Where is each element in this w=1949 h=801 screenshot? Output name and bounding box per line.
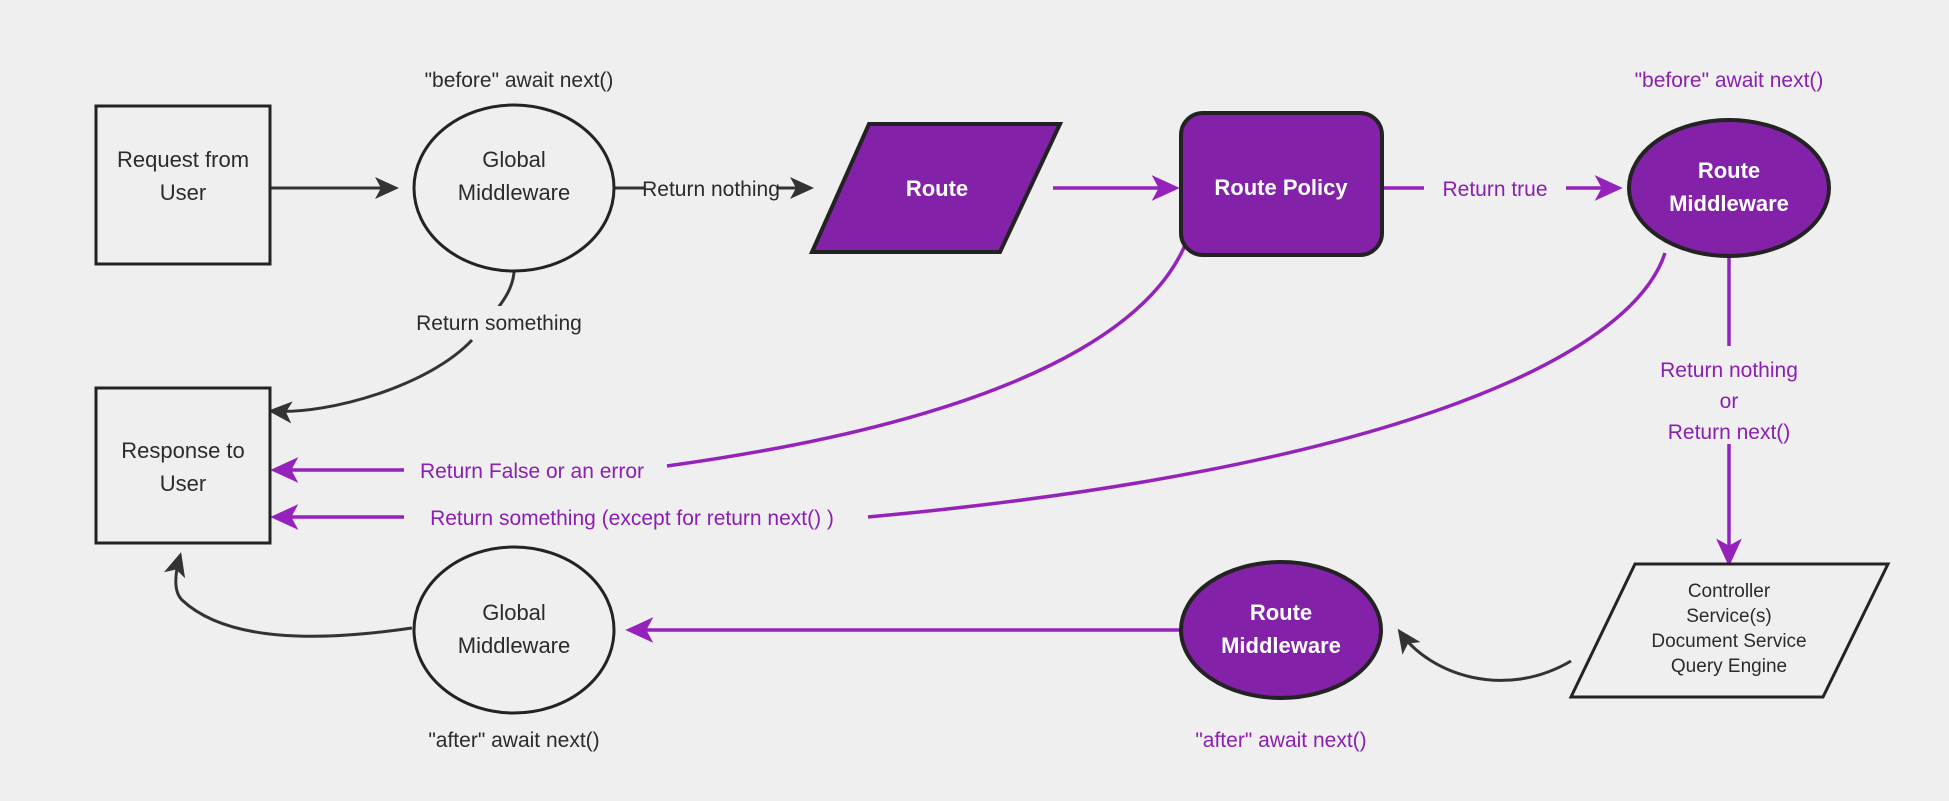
- edge-global-middleware-bottom-to-response: [163, 552, 413, 638]
- annotation-before-await-next-route: "before" await next(): [1635, 69, 1824, 92]
- label-plate-return-false: [404, 455, 666, 485]
- label-plate-return-true: [1424, 172, 1566, 202]
- node-global-middleware-bottom[interactable]: [412, 545, 616, 715]
- node-route-label: Route: [906, 176, 968, 201]
- node-controller-services-line1: Controller: [1688, 581, 1771, 602]
- node-route[interactable]: [808, 122, 1064, 254]
- node-route-middleware-top-line2: Middleware: [1669, 191, 1789, 216]
- label-plate-return-nothing: [644, 172, 778, 202]
- node-response-to-user-line1: Response to: [121, 438, 245, 463]
- node-controller-services-line2: Service(s): [1686, 606, 1772, 627]
- label-plate-return-nothing-or-next: [1640, 346, 1820, 444]
- edge-route-middleware-return-something-curve: [867, 252, 1667, 519]
- node-response-to-user[interactable]: [94, 386, 272, 545]
- node-global-middleware-top-line2: Middleware: [458, 180, 571, 205]
- edge-label-return-nothing-or-next-line1: Return nothing: [1660, 359, 1798, 382]
- node-response-to-user-line2: User: [160, 471, 206, 496]
- edge-route-policy-return-false-curve: [666, 205, 1198, 468]
- edge-label-return-nothing: Return nothing: [642, 178, 780, 201]
- annotation-after-await-next-route: "after" await next(): [1195, 729, 1366, 752]
- edge-global-middleware-return-something-lower: [268, 338, 474, 424]
- node-request-from-user-line1: Request from: [117, 147, 249, 172]
- node-route-middleware-bottom-line2: Middleware: [1221, 633, 1341, 658]
- node-route-middleware-bottom[interactable]: [1179, 560, 1383, 700]
- node-controller-services-line3: Document Service: [1651, 631, 1806, 652]
- edge-label-return-false-or-error: Return False or an error: [420, 460, 644, 483]
- edge-label-return-nothing-or-next-line3: Return next(): [1668, 421, 1791, 444]
- annotation-before-await-next-global: "before" await next(): [425, 69, 614, 92]
- edge-label-return-true: Return true: [1442, 178, 1547, 201]
- node-request-from-user[interactable]: [94, 104, 272, 266]
- node-controller-services[interactable]: [1568, 562, 1891, 699]
- edge-label-return-something: Return something: [416, 312, 582, 335]
- node-route-middleware-bottom-line1: Route: [1250, 600, 1312, 625]
- annotation-after-await-next-global: "after" await next(): [428, 729, 599, 752]
- label-plate-return-something-except: [404, 502, 866, 532]
- node-route-policy[interactable]: [1179, 111, 1384, 257]
- node-controller-services-line4: Query Engine: [1671, 656, 1787, 677]
- edge-controller-to-route-middleware-bottom: [1397, 628, 1572, 682]
- node-global-middleware-bottom-line1: Global: [482, 600, 546, 625]
- node-global-middleware-top[interactable]: [412, 103, 616, 273]
- node-route-middleware-top-line1: Route: [1698, 158, 1760, 183]
- edge-label-return-something-except-next: Return something (except for return next…: [430, 507, 834, 530]
- node-route-policy-label: Route Policy: [1214, 175, 1348, 200]
- label-plate-return-something: [406, 306, 591, 338]
- edge-label-return-nothing-or-next-line2: or: [1720, 390, 1739, 413]
- node-global-middleware-top-line1: Global: [482, 147, 546, 172]
- node-route-middleware-top[interactable]: [1627, 118, 1831, 258]
- node-request-from-user-line2: User: [160, 180, 206, 205]
- node-global-middleware-bottom-line2: Middleware: [458, 633, 571, 658]
